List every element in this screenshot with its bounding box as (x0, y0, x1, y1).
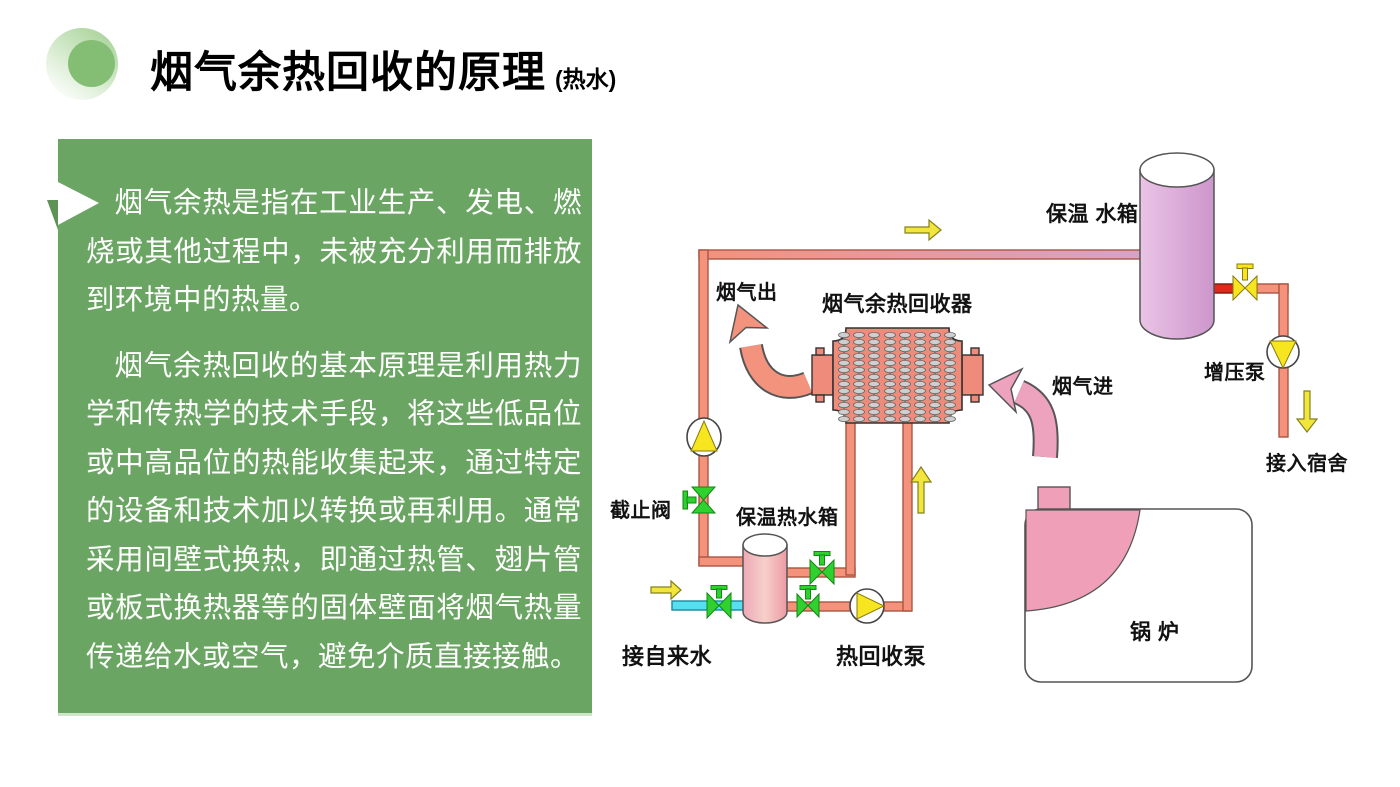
heat-recovery-exchanger (811, 327, 984, 424)
supply-valve-icon (1232, 263, 1258, 302)
stop-valve-icon (682, 486, 717, 514)
label-tap-water: 接自来水 (622, 644, 713, 669)
explanation-panel: 烟气余热是指在工业生产、发电、燃烧或其他过程中，未被充分利用而排放到环境中的热量… (47, 139, 592, 713)
tank-outlet-valve-icon (796, 585, 820, 619)
label-stop-valve: 截止阀 (610, 500, 672, 522)
flow-arrow-icons (650, 218, 1319, 601)
label-heat-recovery-unit: 烟气余热回收器 (822, 293, 973, 316)
logo-dot-icon (68, 40, 115, 87)
page-title: 烟气余热回收的原理 (150, 49, 546, 97)
panel-notch-fold-icon (47, 200, 58, 230)
insulated-water-tank (1139, 152, 1215, 340)
circulation-pump-icon (686, 417, 722, 457)
hot-water-tank (742, 533, 788, 624)
booster-pump-icon (1266, 335, 1300, 370)
paragraph-definition: 烟气余热是指在工业生产、发电、燃烧或其他过程中，未被充分利用而排放到环境中的热量… (86, 187, 582, 316)
label-flue-gas-in: 烟气进 (1052, 376, 1114, 398)
page-subtitle: (热水) (555, 66, 617, 92)
label-boiler: 锅 炉 (1130, 621, 1180, 644)
heat-recovery-pump-icon (849, 588, 886, 624)
label-hot-water-tank: 保温热水箱 (736, 507, 839, 529)
flue-gas-in-arrow-icon (987, 367, 1059, 459)
label-insulated-tank: 保温 水箱 (1046, 203, 1139, 226)
boiler (1024, 486, 1253, 683)
label-flue-gas-out: 烟气出 (716, 282, 778, 304)
header: 烟气余热回收的原理 (热水) (150, 38, 616, 100)
label-booster-pump: 增压泵 (1204, 362, 1266, 384)
label-heat-recovery-pump: 热回收泵 (836, 644, 927, 669)
label-to-dormitory: 接入宿舍 (1266, 453, 1348, 475)
paragraph-principle: 烟气余热回收的基本原理是利用热力学和传热学的技术手段，将这些低品位或中高品位的热… (86, 349, 582, 673)
tap-water-valve-icon (706, 585, 732, 620)
flue-gas-out-arrow-icon (728, 303, 813, 399)
panel-notch-icon (58, 182, 99, 225)
return-line-valve-icon (809, 551, 835, 586)
